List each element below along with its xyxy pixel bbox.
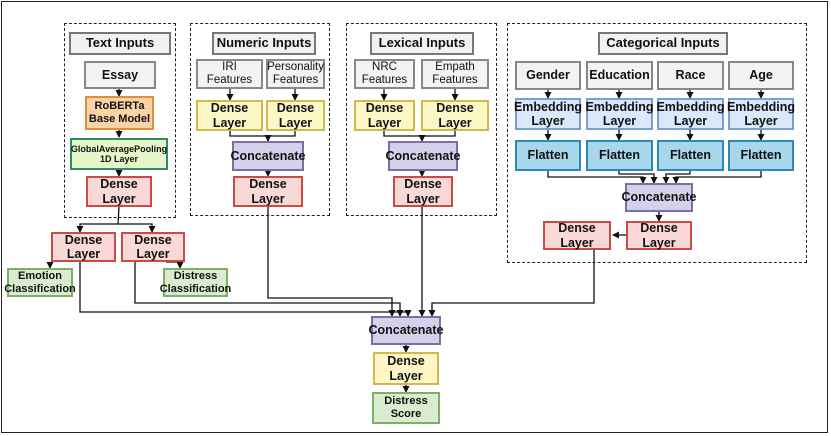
numeric-inputs-title: Numeric Inputs bbox=[212, 32, 316, 55]
personality-features-input: Personality Features bbox=[266, 59, 325, 89]
distress-dense-layer: Dense Layer bbox=[121, 232, 185, 262]
education-flatten: Flatten bbox=[586, 140, 653, 171]
race-embedding-layer: Embedding Layer bbox=[656, 98, 725, 130]
gender-flatten: Flatten bbox=[515, 140, 581, 171]
categorical-dense-inner: Dense Layer bbox=[626, 221, 692, 250]
nrc-dense-layer: Dense Layer bbox=[354, 100, 415, 131]
gender-embedding-layer: Embedding Layer bbox=[513, 98, 583, 130]
emotion-classification-output: Emotion Classification bbox=[4, 268, 76, 297]
text-dense-layer: Dense Layer bbox=[86, 176, 152, 207]
race-input: Race bbox=[657, 61, 724, 90]
personality-dense-layer: Dense Layer bbox=[266, 100, 325, 131]
global-average-pooling-layer: GlobalAveragePooling 1D Layer bbox=[70, 138, 168, 170]
text-inputs-group bbox=[64, 23, 176, 218]
roberta-base-model: RoBERTa Base Model bbox=[85, 96, 154, 130]
distress-classification-output: Distress Classification bbox=[160, 268, 231, 297]
final-concatenate: Concatenate bbox=[368, 316, 444, 345]
age-embedding-layer: Embedding Layer bbox=[726, 98, 796, 130]
numeric-inputs-group bbox=[190, 23, 330, 216]
text-inputs-title: Text Inputs bbox=[69, 32, 171, 55]
numeric-dense-layer: Dense Layer bbox=[233, 176, 303, 207]
iri-dense-layer: Dense Layer bbox=[196, 100, 263, 131]
empath-features-input: Empath Features bbox=[421, 59, 489, 89]
categorical-inputs-title: Categorical Inputs bbox=[598, 32, 728, 55]
categorical-dense-outer: Dense Layer bbox=[543, 221, 611, 250]
education-embedding-layer: Embedding Layer bbox=[585, 98, 654, 130]
distress-score-output: Distress Score bbox=[372, 392, 440, 424]
education-input: Education bbox=[586, 61, 653, 90]
essay-input: Essay bbox=[84, 61, 156, 89]
lexical-inputs-title: Lexical Inputs bbox=[370, 32, 474, 55]
race-flatten: Flatten bbox=[657, 140, 724, 171]
emotion-dense-layer: Dense Layer bbox=[51, 232, 116, 262]
categorical-inputs-group bbox=[507, 23, 807, 263]
nrc-features-input: NRC Features bbox=[354, 59, 415, 89]
numeric-concatenate: Concatenate bbox=[230, 141, 306, 171]
age-flatten: Flatten bbox=[728, 140, 794, 171]
final-dense-layer: Dense Layer bbox=[373, 352, 439, 385]
iri-features-input: IRI Features bbox=[196, 59, 263, 89]
age-input: Age bbox=[728, 61, 794, 90]
categorical-concatenate: Concatenate bbox=[621, 183, 697, 212]
gender-input: Gender bbox=[515, 61, 581, 90]
lexical-concatenate: Concatenate bbox=[385, 141, 461, 171]
empath-dense-layer: Dense Layer bbox=[421, 100, 489, 131]
lexical-dense-layer: Dense Layer bbox=[393, 176, 453, 207]
